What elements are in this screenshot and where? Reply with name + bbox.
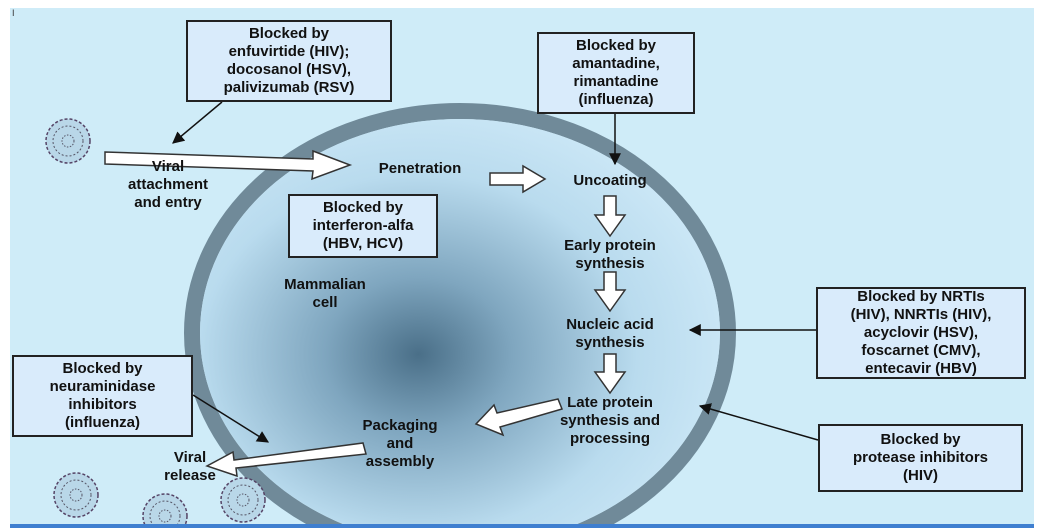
virus-particle-release-2 — [142, 493, 188, 524]
flow-arrow-nucleic-acid — [593, 353, 627, 395]
step-late-protein-label: Late protein synthesis and processing — [559, 394, 661, 447]
virus-particle-release-1 — [53, 472, 99, 518]
step-packaging-label: Packaging and assembly — [362, 417, 438, 470]
flow-arrow-uncoating — [593, 195, 627, 238]
corner-mark: I — [12, 8, 15, 18]
cell-membrane — [184, 103, 736, 524]
blocker-box-neuraminidase: Blocked by neuraminidase inhibitors (inf… — [12, 355, 193, 437]
blocker-box-entry: Blocked by enfuvirtide (HIV); docosanol … — [186, 20, 392, 102]
pointer-protease — [698, 403, 819, 441]
cell-label: Mammalian cell — [284, 276, 366, 311]
blocker-box-interferon: Blocked by interferon-alfa (HBV, HCV) — [288, 194, 438, 258]
blocker-box-protease: Blocked by protease inhibitors (HIV) — [818, 424, 1023, 492]
step-early-protein-label: Early protein synthesis — [564, 237, 656, 272]
step-uncoating-label: Uncoating — [573, 172, 647, 189]
pointer-entry — [172, 101, 223, 144]
step-release-label: Viral release — [164, 449, 216, 484]
pointer-neuraminidase — [192, 394, 270, 443]
flow-arrow-release — [205, 442, 367, 478]
virus-particle-entry — [45, 118, 91, 164]
flow-arrow-penetration — [489, 164, 547, 194]
virus-particle-release-3 — [220, 477, 266, 523]
diagram-frame: I — [10, 8, 1034, 528]
blocker-box-uncoating: Blocked by amantadine, rimantadine (infl… — [537, 32, 695, 114]
flow-arrow-early-protein — [593, 271, 627, 313]
step-nucleic-acid-label: Nucleic acid synthesis — [566, 316, 654, 351]
blocker-box-nucleic-acid: Blocked by NRTIs (HIV), NNRTIs (HIV), ac… — [816, 287, 1026, 379]
flow-arrow-entry — [104, 149, 353, 181]
step-attachment-label: Viral attachment and entry — [127, 158, 209, 211]
flow-arrow-late-protein — [474, 398, 564, 437]
step-penetration-label: Penetration — [378, 160, 462, 177]
